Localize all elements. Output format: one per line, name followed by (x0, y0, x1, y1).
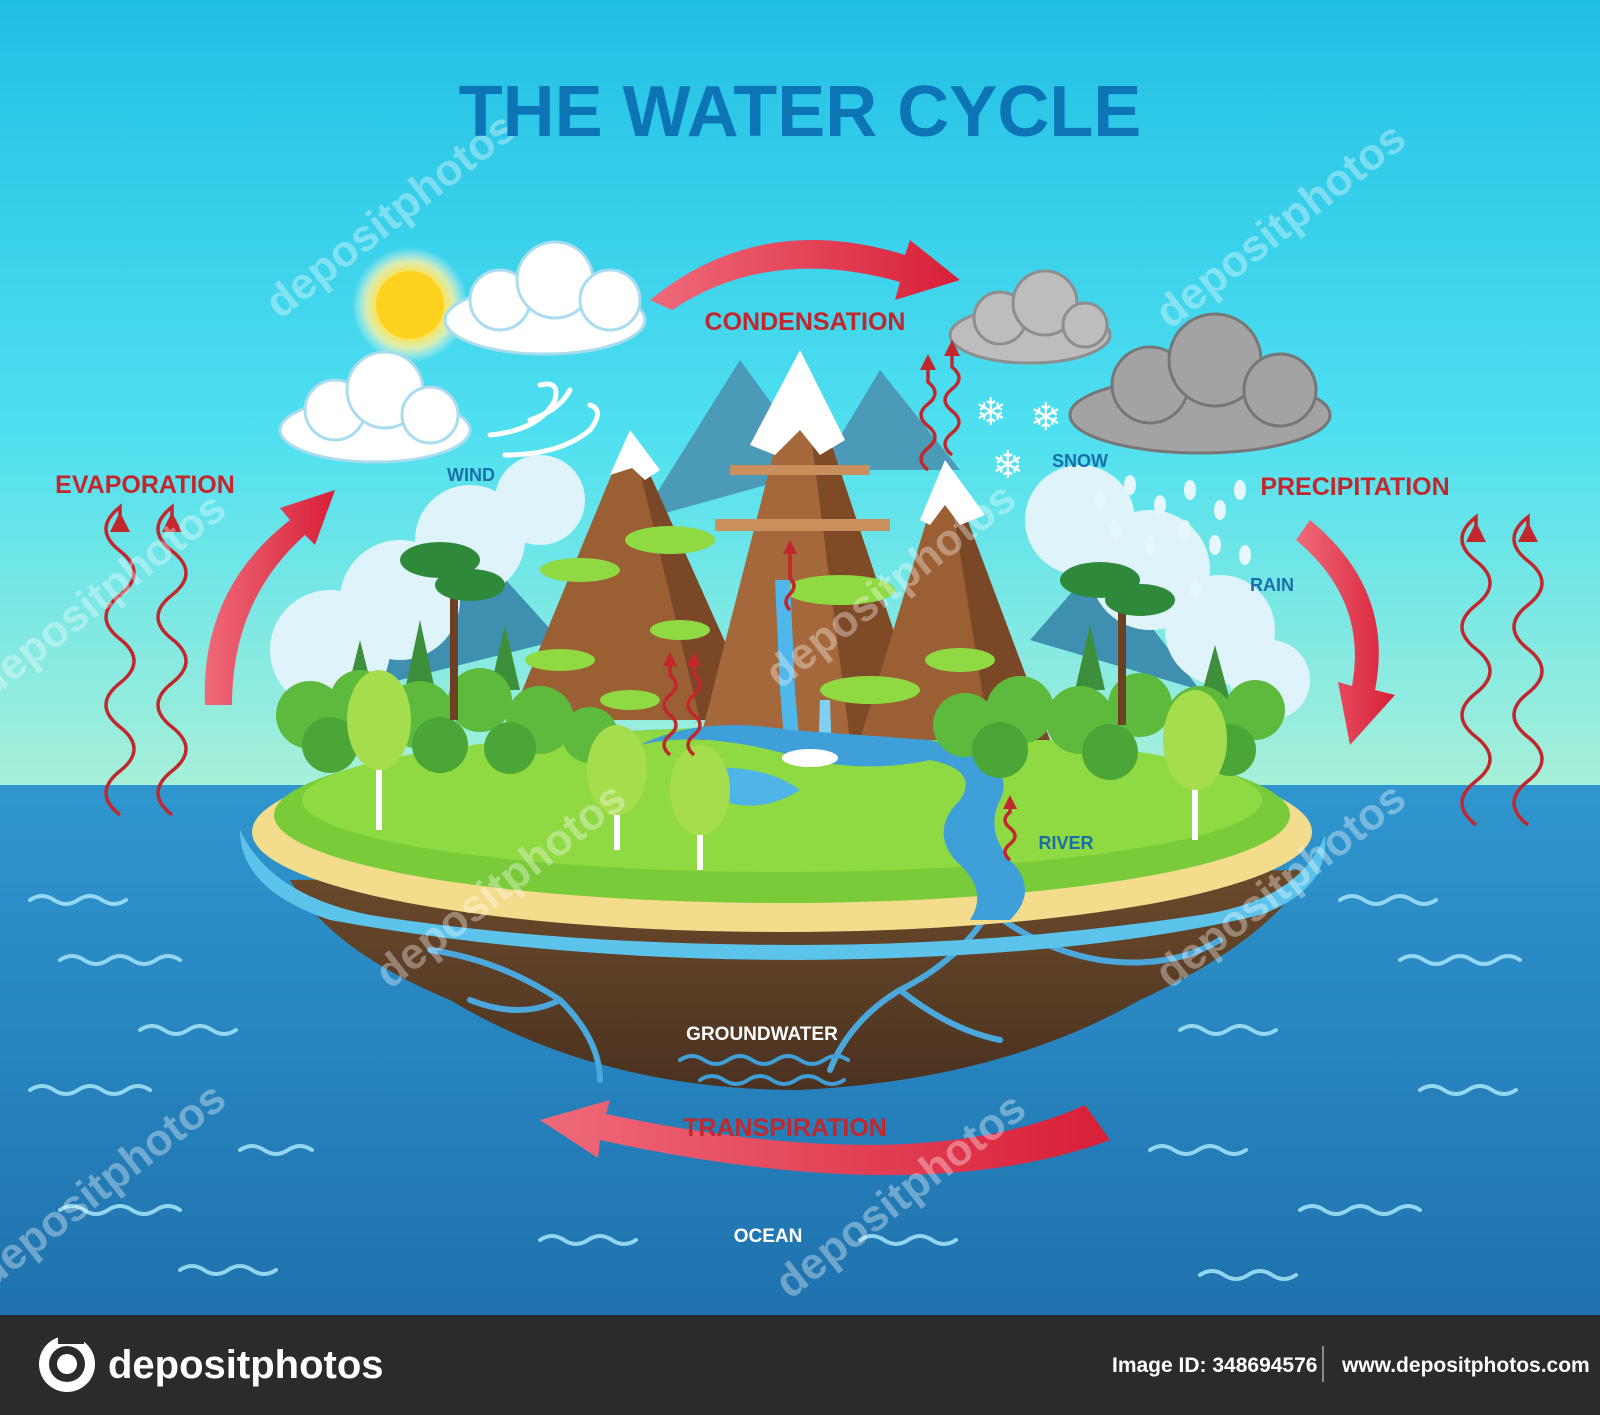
cloud-gray-small (948, 269, 1112, 365)
sun-icon (352, 247, 468, 363)
evaporation-arrow (204, 490, 335, 705)
mountains (510, 350, 1050, 740)
condensation-arrow (650, 240, 960, 310)
label-rain: RAIN (1250, 575, 1294, 595)
footer-image-id: Image ID: 348694576 (1112, 1354, 1317, 1377)
cloud-white-left (278, 350, 472, 464)
forest-left (276, 542, 730, 870)
label-transpiration: TRANSPIRATION (683, 1114, 887, 1142)
footer-brand: depositphotos (108, 1343, 384, 1387)
island-soil (290, 870, 1310, 1090)
transpiration-arrow (540, 1100, 1110, 1175)
evaporation-arrowheads (110, 340, 1538, 809)
label-groundwater: GROUNDWATER (686, 1024, 838, 1045)
wind-icon (487, 381, 600, 458)
svg-text:❄: ❄ (975, 390, 1007, 434)
precipitation-arrow (1296, 520, 1395, 745)
forest-right (933, 562, 1285, 840)
groundwater-ripples (678, 1054, 850, 1086)
svg-text:❄: ❄ (992, 443, 1024, 487)
cycle-arrows (204, 240, 1395, 1175)
label-precipitation: PRECIPITATION (1260, 473, 1449, 501)
label-wind: WIND (447, 465, 495, 485)
label-snow: SNOW (1052, 451, 1108, 471)
depositphotos-logo-icon (39, 1334, 95, 1392)
label-evaporation: EVAPORATION (55, 471, 235, 499)
label-ocean: OCEAN (734, 1226, 803, 1247)
snowflake-icons: ❄ ❄ ❄ (975, 390, 1062, 487)
svg-text:❄: ❄ (1030, 395, 1062, 439)
cloud-gray-storm (1068, 312, 1332, 455)
raindrop-icons (1094, 475, 1251, 600)
label-condensation: CONDENSATION (705, 308, 906, 336)
footer-url[interactable]: www.depositphotos.com (1341, 1354, 1590, 1377)
footer-bar (0, 1315, 1600, 1415)
cloud-white-top (443, 240, 647, 356)
label-river: RIVER (1038, 833, 1093, 853)
diagram-title: THE WATER CYCLE (459, 72, 1142, 152)
evaporation-wave-arrows (104, 352, 1544, 862)
ocean-waves (28, 894, 1522, 1281)
cliff-grass (525, 526, 995, 710)
groundwater-channels (427, 907, 1223, 1083)
footer-divider (1322, 1346, 1324, 1382)
